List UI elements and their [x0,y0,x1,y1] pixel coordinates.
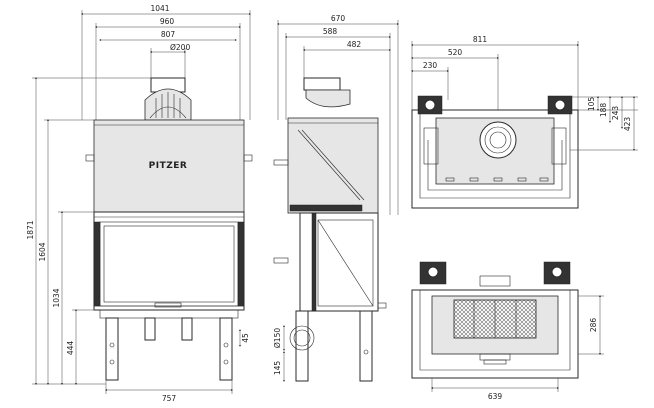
dim-243: 243 [611,106,620,121]
top-view: 811 520 230 105 188 2 [411,35,638,209]
dim-960: 960 [160,17,175,26]
dim-105: 105 [587,97,596,112]
dim-45: 45 [241,333,250,343]
dim-188: 188 [599,103,608,118]
dim-1871: 1871 [26,220,35,239]
top-flue-circle [479,121,517,159]
dim-d200: Ø200 [170,43,190,52]
upper-hood [93,119,245,213]
side-glass [317,219,374,307]
door-frame [93,211,245,311]
front-view: 1041 960 807 Ø200 PITZER [26,4,253,403]
plan-view: 286 639 [411,261,604,401]
door-side-right [237,221,245,307]
dim-1034: 1034 [52,288,61,307]
dim-230: 230 [423,61,438,70]
door-side-left [93,221,101,307]
side-view: 670 588 482 Ø150 145 [273,14,399,382]
dim-588: 588 [323,27,338,36]
air-inlet-circle [289,325,315,351]
dim-482: 482 [347,40,362,49]
side-hood [287,117,379,214]
dim-286: 286 [589,318,598,333]
side-plate [289,204,363,212]
dim-1604: 1604 [38,242,47,261]
side-foot-right [359,310,373,382]
side-flue-collar [303,77,341,91]
ash-handle-right [181,317,193,341]
dim-444: 444 [66,341,75,356]
dim-811: 811 [473,35,488,44]
ash-handle-left [144,317,156,341]
dim-d150: Ø150 [273,328,282,348]
side-firebox [299,212,379,312]
dim-757: 757 [162,394,177,403]
foot-right [219,317,233,381]
dim-670: 670 [331,14,346,23]
foot-left [105,317,119,381]
dim-1041: 1041 [150,4,169,13]
dim-639: 639 [488,392,503,401]
brand-label: PITZER [149,161,188,171]
side-flue-dome [305,89,351,108]
dim-145: 145 [273,361,282,376]
dim-807: 807 [161,30,176,39]
dim-520: 520 [448,48,463,57]
side-damper [297,129,361,201]
dim-423: 423 [623,117,632,132]
